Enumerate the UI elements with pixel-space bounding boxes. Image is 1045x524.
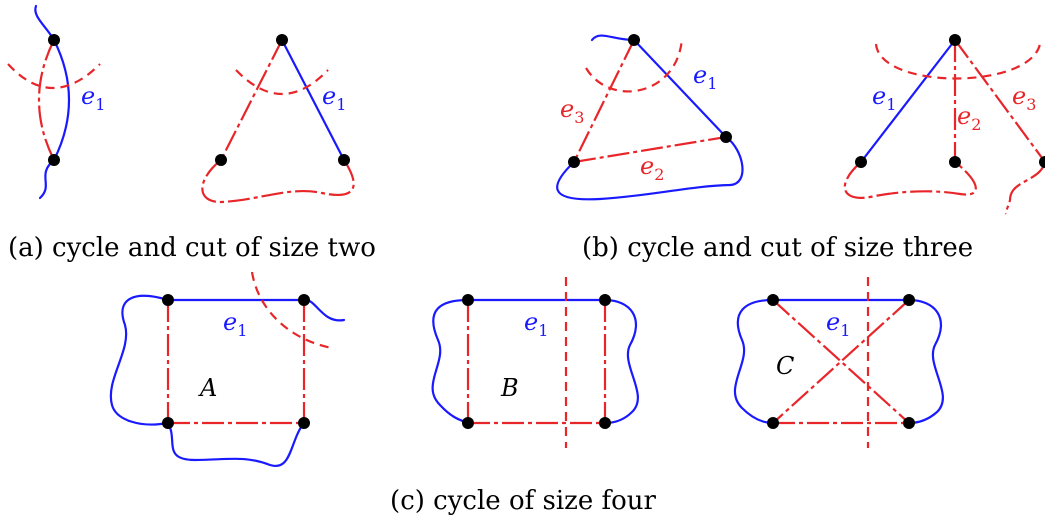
caption-b: (b) cycle and cut of size three: [582, 233, 973, 263]
cycle-edge: [302, 298, 346, 322]
cut-edge: [843, 161, 977, 199]
node: [599, 294, 611, 306]
node: [767, 417, 779, 429]
cycle-edge: [431, 298, 470, 425]
node: [855, 156, 867, 168]
node: [949, 34, 961, 46]
cycle-edge: [556, 135, 744, 201]
cycle-edge-e1: [859, 38, 957, 164]
node: [298, 417, 310, 429]
cycle-edge-e1: [52, 38, 71, 162]
node: [48, 154, 60, 166]
node: [903, 294, 915, 306]
cycle-edge-e1: [280, 38, 346, 162]
panel-b-graph-2: e1 e2 e3: [843, 34, 1045, 215]
node: [162, 294, 174, 306]
cycle-edge: [603, 298, 639, 425]
cut-edge: [1004, 161, 1045, 215]
cut-edge: [772, 299, 910, 424]
node: [1039, 156, 1045, 168]
node: [720, 131, 732, 143]
cut-arc: [874, 43, 1042, 80]
cycle-edge: [166, 421, 306, 468]
cut-arc: [7, 63, 101, 89]
panel-a-graph-1: e1: [7, 4, 105, 200]
edge-label-e2: e2: [957, 102, 981, 134]
node: [599, 417, 611, 429]
tail-edge: [38, 158, 56, 200]
node: [298, 294, 310, 306]
panel-b-graph-1: e1 e3 e2: [556, 34, 744, 201]
node: [338, 154, 350, 166]
tail-edge: [590, 34, 636, 42]
edge-label-e2: e2: [640, 152, 664, 184]
cut-edge: [201, 159, 355, 204]
cycle-edge-e1: [632, 38, 728, 139]
node: [276, 34, 288, 46]
cut-arc: [585, 37, 684, 93]
node: [903, 417, 915, 429]
node: [162, 417, 174, 429]
cut-arc: [235, 69, 329, 95]
panel-a-graph-2: e1: [201, 34, 355, 204]
node: [767, 294, 779, 306]
edge-label-e1: e1: [826, 308, 850, 340]
caption-a: (a) cycle and cut of size two: [8, 233, 376, 263]
node: [568, 156, 580, 168]
edge-label-e1: e1: [693, 61, 717, 93]
node: [949, 156, 961, 168]
cut-edge: [37, 39, 55, 161]
edge-label-e3: e3: [560, 95, 584, 127]
caption-c: (c) cycle of size four: [390, 486, 656, 516]
panel-c-graph-B: e1 B: [431, 277, 639, 448]
edge-label-e1: e1: [223, 308, 247, 340]
edge-label-e3: e3: [1012, 82, 1036, 114]
face-label-A: A: [198, 374, 217, 402]
cycle-edge: [907, 298, 944, 425]
cut-edge: [220, 39, 283, 161]
face-label-C: C: [776, 352, 794, 380]
cycle-edge: [109, 294, 170, 426]
panel-c-graph-A: e1 A: [109, 271, 346, 468]
edge-label-e1: e1: [872, 82, 896, 114]
node: [48, 34, 60, 46]
edge-label-e1: e1: [322, 82, 346, 114]
edge-label-e1: e1: [524, 308, 548, 340]
node: [628, 34, 640, 46]
cut-edge: [772, 299, 910, 424]
cut-edge-e3: [573, 39, 635, 163]
cut-edge-e3: [954, 39, 1045, 163]
panel-c-graph-C: e1 C: [733, 277, 944, 448]
face-label-B: B: [500, 374, 519, 402]
node: [462, 294, 474, 306]
cycle-edge: [733, 298, 775, 425]
node: [215, 154, 227, 166]
cut-edge-e2: [573, 135, 727, 164]
edge-label-e1: e1: [81, 82, 105, 114]
node: [462, 417, 474, 429]
